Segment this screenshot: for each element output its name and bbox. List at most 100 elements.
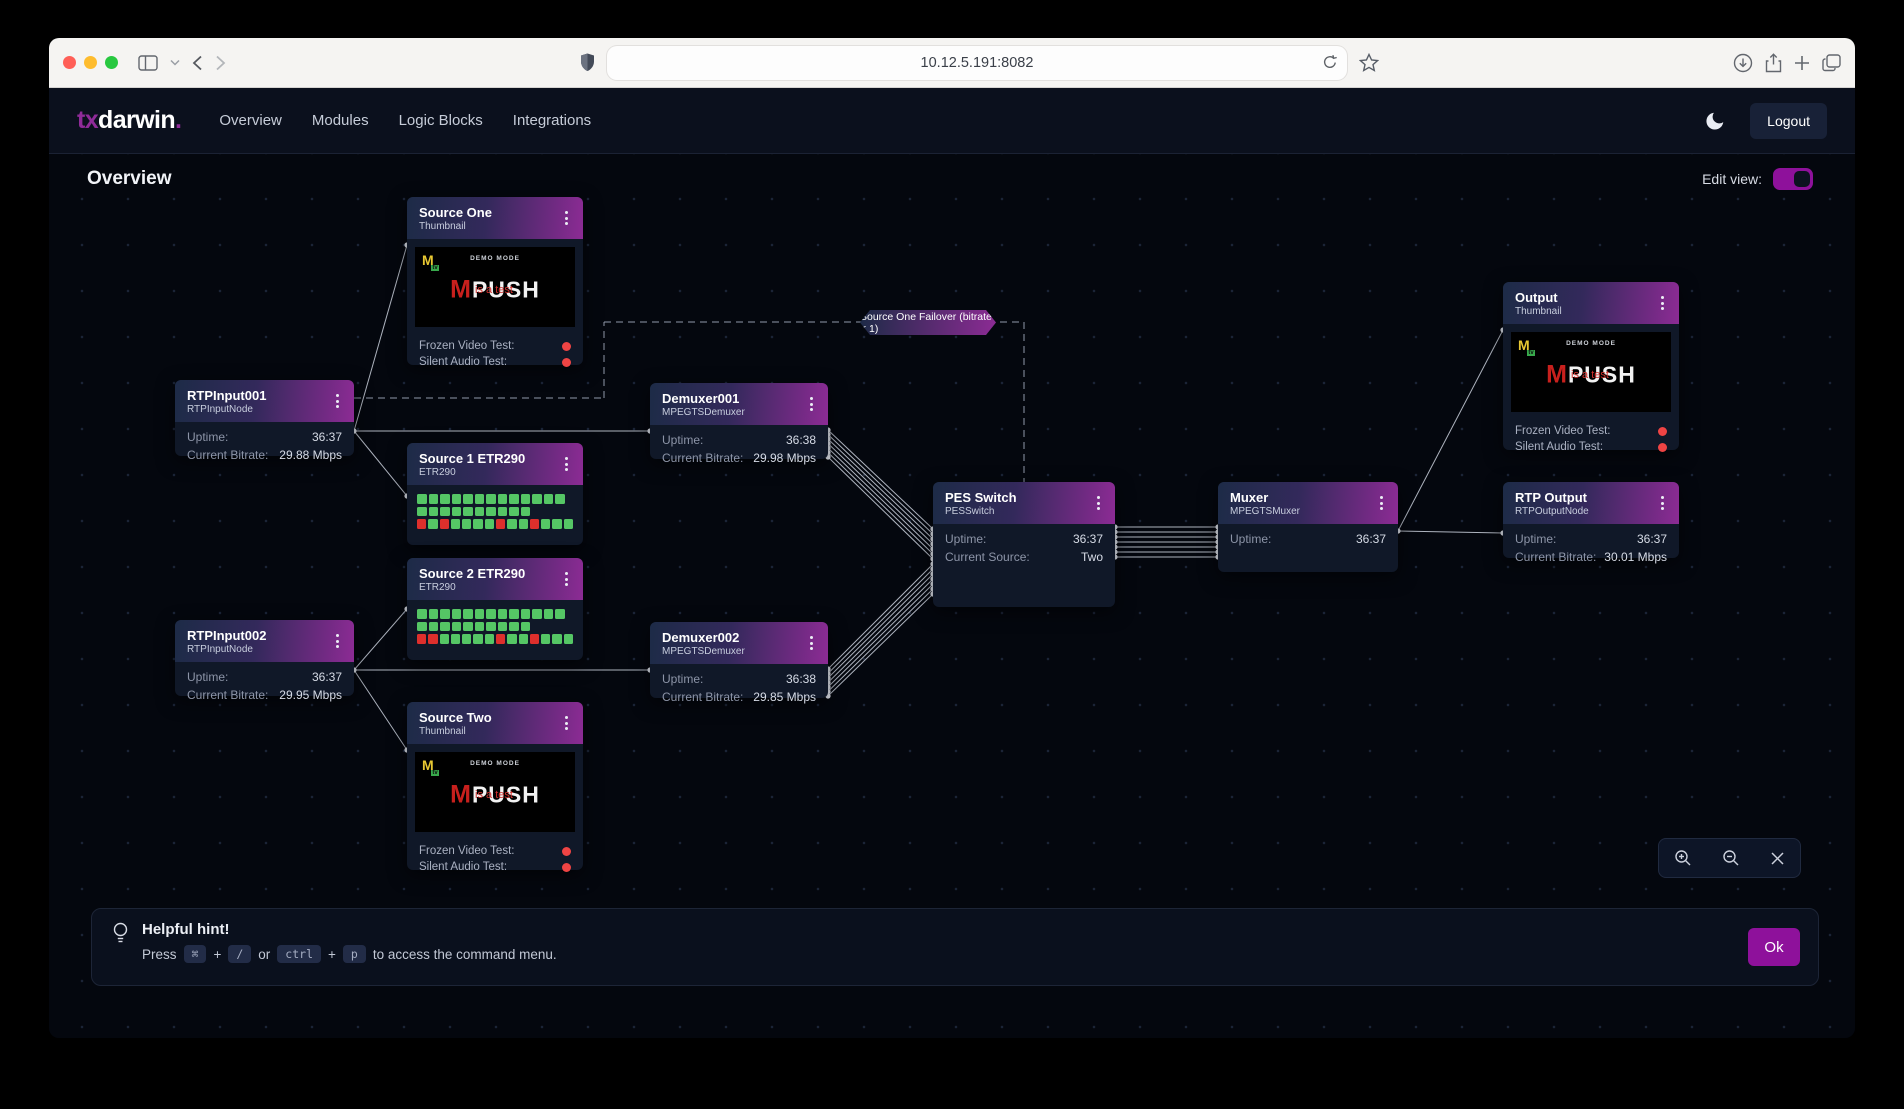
nav-item-overview[interactable]: Overview [219, 112, 282, 129]
test-label: Frozen Video Test: [1515, 425, 1611, 437]
browser-window: 10.12.5.191:8082 txdarwin. Overview Modu… [49, 38, 1855, 1038]
node-source1-etr290[interactable]: Source 1 ETR290 ETR290 [407, 443, 583, 545]
status-dot-red [562, 846, 571, 856]
logout-button[interactable]: Logout [1750, 102, 1827, 139]
etr290-status-grid [407, 600, 583, 653]
hint-text: Press ⌘ + / or ctrl + p to access the co… [142, 945, 557, 963]
node-header: RTPInput001 RTPInputNode [175, 380, 354, 422]
status-dot-red [562, 357, 571, 367]
node-source2-etr290[interactable]: Source 2 ETR290 ETR290 [407, 558, 583, 660]
test-label: Frozen Video Test: [419, 340, 515, 352]
stat-value: 29.85 Mbps [753, 689, 816, 704]
url-bar[interactable]: 10.12.5.191:8082 [607, 45, 1347, 80]
test-overlay-text: is a test [475, 284, 513, 297]
edit-view-control: Edit view: [1702, 168, 1813, 190]
nav-items: Overview Modules Logic Blocks Integratio… [219, 112, 591, 129]
kebab-menu-icon[interactable] [329, 629, 346, 653]
minimize-window-button[interactable] [84, 56, 97, 69]
nav-item-logic-blocks[interactable]: Logic Blocks [398, 112, 483, 129]
stat-value: 36:38 [785, 433, 816, 447]
tab-overview-icon[interactable] [1822, 53, 1841, 72]
zoom-controls [1658, 838, 1801, 878]
ok-button[interactable]: Ok [1748, 928, 1800, 966]
chevron-down-icon[interactable] [170, 59, 180, 66]
privacy-shield-icon[interactable] [580, 53, 595, 72]
node-title: Demuxer002 [662, 629, 740, 645]
reload-icon[interactable] [1322, 54, 1338, 74]
edge-layer [351, 242, 1506, 753]
kebab-menu-icon[interactable] [803, 631, 820, 655]
etr290-status-grid [407, 485, 583, 538]
helpful-hint-banner: Helpful hint! Press ⌘ + / or ctrl + p to… [91, 908, 1819, 986]
stat-value: 30.01 Mbps [1604, 549, 1667, 564]
zoom-out-icon[interactable] [1722, 849, 1740, 867]
kebab-menu-icon[interactable] [1373, 491, 1390, 515]
kebab-menu-icon[interactable] [558, 206, 575, 230]
node-header: Source 1 ETR290 ETR290 [407, 443, 583, 485]
node-title: Demuxer001 [662, 390, 740, 406]
stat-label: Uptime: [662, 672, 704, 686]
node-muxer[interactable]: Muxer MPEGTSMuxer Uptime:36:37 [1218, 482, 1398, 572]
nav-item-integrations[interactable]: Integrations [512, 112, 592, 129]
node-header: Source One Thumbnail [407, 197, 583, 239]
stat-label: Uptime: [1515, 532, 1557, 546]
nav-item-modules[interactable]: Modules [311, 112, 369, 129]
ctrl-keycap: ctrl [277, 945, 321, 963]
kebab-menu-icon[interactable] [803, 392, 820, 416]
kebab-menu-icon[interactable] [1654, 291, 1671, 315]
kebab-menu-icon[interactable] [558, 711, 575, 735]
node-title: RTPInput001 [187, 387, 267, 403]
node-subtitle: Thumbnail [1515, 305, 1562, 317]
test-list: Frozen Video Test: Silent Audio Test: [407, 335, 583, 378]
node-rtpinput002[interactable]: RTPInput002 RTPInputNode Uptime:36:37 Cu… [175, 620, 354, 702]
app-logo[interactable]: txdarwin. [77, 106, 182, 134]
back-button[interactable] [192, 55, 203, 71]
test-label: Frozen Video Test: [419, 845, 515, 857]
node-rtpinput001[interactable]: RTPInput001 RTPInputNode Uptime:36:37 Cu… [175, 380, 354, 462]
node-demuxer001[interactable]: Demuxer001 MPEGTSDemuxer Uptime:36:38 Cu… [650, 383, 828, 465]
sidebar-toggle-icon[interactable] [138, 54, 158, 71]
forward-button[interactable] [215, 55, 226, 71]
node-subtitle: MPEGTSDemuxer [662, 406, 745, 418]
node-subtitle: PESSwitch [945, 505, 995, 517]
downloads-icon[interactable] [1733, 53, 1753, 73]
stat-value: 29.95 Mbps [279, 687, 342, 702]
bookmark-star-icon[interactable] [1359, 52, 1379, 73]
new-tab-icon[interactable] [1794, 55, 1810, 71]
zoom-window-button[interactable] [105, 56, 118, 69]
node-header: Source Two Thumbnail [407, 702, 583, 744]
toggle-knob [1794, 171, 1810, 187]
share-icon[interactable] [1765, 52, 1782, 73]
node-title: Source Two [419, 709, 492, 725]
kebab-menu-icon[interactable] [1090, 491, 1107, 515]
edit-view-toggle[interactable] [1773, 168, 1813, 190]
url-text: 10.12.5.191:8082 [920, 54, 1034, 71]
stat-value: 36:38 [785, 672, 816, 686]
node-title: Source One [419, 204, 492, 220]
test-list: Frozen Video Test: Silent Audio Test: [407, 840, 583, 883]
kebab-menu-icon[interactable] [558, 567, 575, 591]
dark-mode-moon-icon[interactable] [1704, 110, 1726, 132]
traffic-lights [63, 56, 118, 69]
failover-edge-label[interactable]: Source One Failover (bitrate < 1) [860, 310, 996, 335]
kebab-menu-icon[interactable] [1654, 491, 1671, 515]
kebab-menu-icon[interactable] [329, 389, 346, 413]
graph-canvas[interactable]: Overview Edit view: Source One Thumbnail… [49, 154, 1855, 1038]
zoom-in-icon[interactable] [1674, 849, 1692, 867]
stat-value: 36:37 [311, 430, 342, 444]
close-window-button[interactable] [63, 56, 76, 69]
node-subtitle: ETR290 [419, 466, 456, 478]
node-pes-switch[interactable]: PES Switch PESSwitch Uptime:36:37 Curren… [933, 482, 1115, 607]
stat-label: Uptime: [945, 532, 987, 546]
node-demuxer002[interactable]: Demuxer002 MPEGTSDemuxer Uptime:36:38 Cu… [650, 622, 828, 704]
node-subtitle: RTPInputNode [187, 403, 253, 415]
kebab-menu-icon[interactable] [558, 452, 575, 476]
node-rtp-output[interactable]: RTP Output RTPOutputNode Uptime:36:37 Cu… [1503, 482, 1679, 564]
close-icon[interactable] [1770, 851, 1785, 866]
